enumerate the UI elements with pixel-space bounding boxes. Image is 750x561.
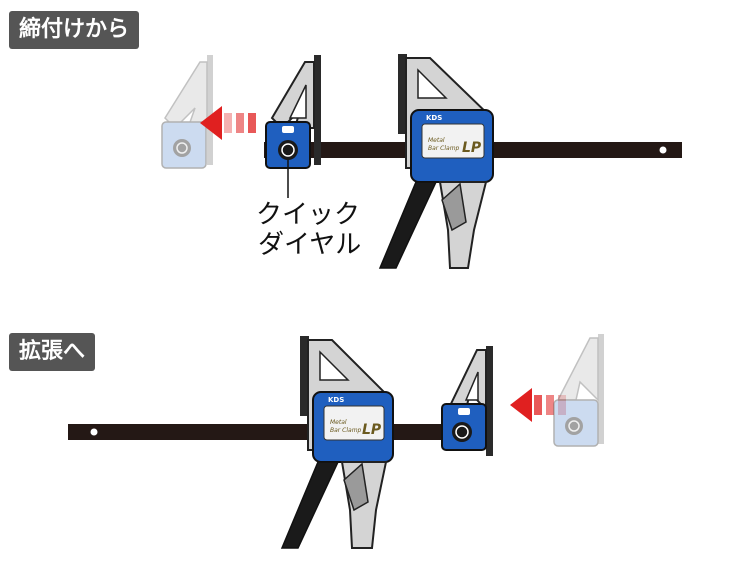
svg-text:Metal: Metal [428, 137, 445, 144]
quick-dial [278, 140, 298, 160]
brand-logo: KDS [426, 114, 442, 122]
clamp-body: KDS Metal Bar Clamp LP [378, 54, 494, 269]
svg-text:LP: LP [362, 422, 382, 438]
section-label-expand: 拡張へ [9, 333, 96, 371]
expand-assembly: KDS Metal Bar Clamp LP [68, 334, 604, 549]
callout-line-2: ダイヤル [258, 230, 362, 260]
svg-text:LP: LP [462, 140, 482, 156]
ghost-jaw [553, 334, 604, 447]
svg-text:Bar Clamp: Bar Clamp [428, 145, 460, 152]
clamp-body: KDS Metal Bar Clamp LP [280, 336, 394, 549]
arrow-left-icon [510, 388, 566, 422]
tighten-assembly: KDS Metal Bar Clamp LP [161, 54, 682, 269]
arrow-left-icon [200, 106, 256, 140]
section-label-tighten: 締付けから [9, 11, 140, 49]
quick-dial [452, 422, 472, 442]
callout-line-1: クイック [256, 200, 361, 230]
ghost-jaw [161, 55, 213, 169]
quick-dial-callout: クイック ダイヤル [256, 200, 361, 260]
sliding-jaw [441, 346, 493, 456]
bar-hole [659, 146, 667, 154]
sliding-jaw [265, 55, 321, 169]
svg-text:Metal: Metal [330, 419, 347, 426]
bar-hole [90, 428, 98, 436]
brand-logo: KDS [328, 396, 344, 404]
svg-text:Bar Clamp: Bar Clamp [330, 427, 362, 434]
